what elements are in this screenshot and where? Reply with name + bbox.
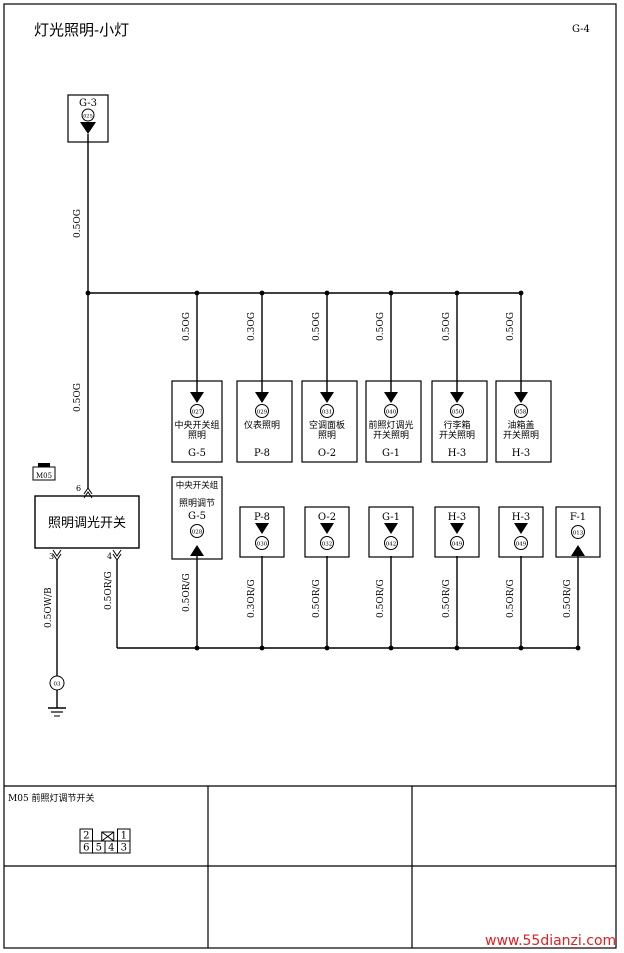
top-load-pin: 027 — [192, 410, 203, 416]
top-wire-label: 0.5OG — [442, 312, 452, 341]
bottom-wire-label: 0.5OR/G — [376, 579, 386, 618]
conn-pin-top: 2 — [83, 831, 89, 842]
top-load-code: H-3 — [448, 448, 466, 459]
switch-pin-top: 6 — [76, 484, 81, 493]
top-load-1: 0.3OG 029 仪表照明 P-8 — [236, 290, 293, 463]
bottom-load-6: 0.5OR/G F-1 013 — [555, 506, 601, 651]
conn-pin-top: 1 — [121, 831, 127, 842]
bottom-load-pin: 042 — [386, 542, 397, 548]
top-load-label2: 开关照明 — [503, 429, 539, 441]
page-code: G-4 — [572, 24, 590, 35]
source-pin: 025 — [83, 114, 93, 120]
top-wire-label: 0.5OG — [312, 312, 322, 341]
bottom-load-code: G-1 — [382, 512, 400, 523]
bottom-load-3: 0.5OR/G G-1 042 — [368, 506, 414, 651]
page-frame — [3, 3, 617, 949]
bottom-load-code: H-3 — [448, 512, 466, 523]
conn-pin-bottom: 4 — [108, 843, 114, 854]
top-load-pin: 029 — [257, 410, 268, 416]
diagram-title: 灯光照明-小灯 — [34, 21, 129, 39]
bottom-wire-label: 0.5OR/G — [442, 579, 452, 618]
switch-pin-left: 3 — [49, 552, 54, 561]
bottom-wire-label: 0.5OR/G — [563, 579, 573, 618]
bottom-wire-label: 0.5OR/G — [506, 579, 516, 618]
top-wire-label: 0.5OG — [506, 312, 516, 341]
top-load-label: 空调面板 — [309, 419, 345, 431]
top-load-label: 油箱盖 — [507, 419, 534, 431]
bottom-load-label: 中央开关组 — [176, 480, 219, 491]
bottom-load-pin: 049 — [452, 542, 463, 548]
ground-pin: 03 — [54, 682, 61, 688]
wire-main-mid: 0.5OG — [73, 383, 83, 412]
ground-symbol: 03 — [48, 675, 66, 717]
wire-dim-out: 0.5OR/G — [104, 571, 114, 610]
conn-pin-bottom: 3 — [121, 843, 127, 854]
switch-connector: M05 — [36, 472, 52, 480]
switch-pin-right: 4 — [107, 552, 112, 561]
connector-table-title: M05 前照灯调节开关 — [8, 792, 95, 804]
bottom-load-1: 0.3OR/G P-8 030 — [239, 506, 285, 651]
top-load-group: 0.5OG027中央开关组照明G-50.3OG029仪表照明P-80.5OG03… — [171, 290, 552, 463]
top-load-label2: 照明 — [318, 430, 336, 441]
top-load-code: G-1 — [382, 448, 400, 459]
switch-label: 照明调光开关 — [48, 516, 126, 531]
bottom-wire-label: 0.3OR/G — [247, 579, 257, 618]
top-load-label2: 开关照明 — [439, 429, 475, 441]
top-load-label: 仪表照明 — [244, 419, 280, 431]
bottom-load-label2: 照明调节 — [179, 498, 215, 509]
top-load-label: 中央开关组 — [174, 419, 219, 431]
top-wire-label: 0.5OG — [376, 312, 386, 341]
conn-pin-bottom: 5 — [96, 843, 102, 854]
dimmer-switch: M05 照明调光开关 6 3 4 — [32, 463, 140, 561]
top-load-label: 前照灯调光 — [368, 419, 413, 431]
top-load-code: O-2 — [318, 448, 336, 459]
top-load-label2: 开关照明 — [373, 429, 409, 441]
source-code: G-3 — [79, 98, 97, 109]
top-load-code: H-3 — [512, 448, 530, 459]
bottom-wire-label: 0.5OR/G — [312, 579, 322, 618]
bottom-load-pin: 049 — [516, 542, 527, 548]
top-load-pin: 040 — [386, 410, 397, 416]
bottom-load-4: 0.5OR/G H-3 049 — [434, 506, 480, 651]
wire-main-top: 0.5OG — [73, 209, 83, 238]
bottom-load-pin: 013 — [573, 531, 584, 537]
bottom-load-pin: 030 — [257, 542, 268, 548]
bottom-load-code: G-5 — [188, 511, 206, 522]
bottom-load-5: 0.5OR/G H-3 049 — [498, 506, 544, 651]
bottom-load-code: H-3 — [512, 512, 530, 523]
top-load-code: P-8 — [254, 448, 270, 459]
bottom-load-code: F-1 — [570, 512, 586, 523]
top-load-pin: 058 — [516, 410, 527, 416]
top-wire-label: 0.3OG — [247, 312, 257, 341]
watermark: www.55dianzi.com — [485, 933, 616, 949]
top-wire-label: 0.5OG — [182, 312, 192, 341]
bottom-load-pin: 032 — [322, 542, 333, 548]
top-load-pin: 031 — [322, 410, 333, 416]
bottom-load-pin: 028 — [192, 530, 203, 536]
bottom-load-code: O-2 — [318, 512, 336, 523]
bottom-load-code: P-8 — [254, 512, 270, 523]
wire-ground: 0.5OW/B — [44, 587, 54, 628]
top-load-code: G-5 — [188, 448, 206, 459]
conn-pin-bottom: 6 — [83, 843, 89, 854]
bottom-wire-label: 0.5OR/G — [182, 573, 192, 612]
bottom-load-2: 0.5OR/G O-2 032 — [304, 506, 350, 651]
top-load-label2: 照明 — [188, 430, 206, 441]
top-load-label: 行李箱 — [443, 419, 470, 431]
top-load-pin: 050 — [452, 410, 463, 416]
